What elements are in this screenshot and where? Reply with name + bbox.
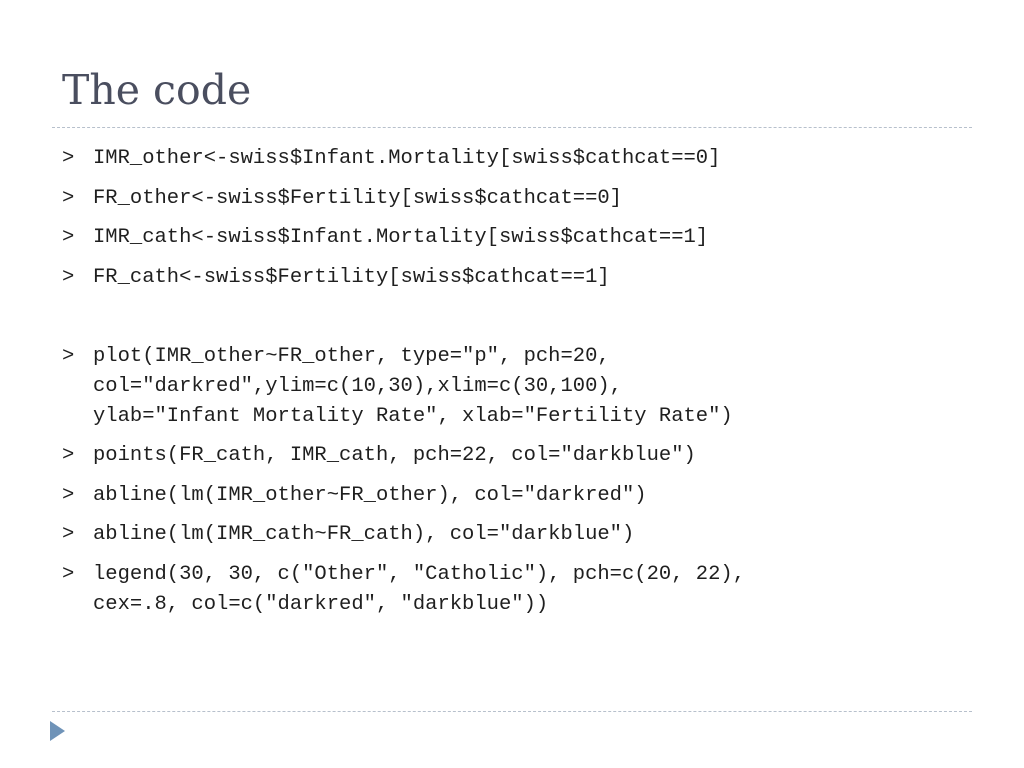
prompt-symbol: >: [62, 344, 75, 368]
code-text: IMR_other<-swiss$Infant.Mortality[swiss$…: [93, 147, 721, 170]
title-divider: [52, 127, 972, 128]
code-line: > IMR_cath<-swiss$Infant.Mortality[swiss…: [62, 223, 962, 253]
code-text: abline(lm(IMR_cath~FR_cath), col="darkbl…: [93, 523, 635, 546]
code-line: > abline(lm(IMR_cath~FR_cath), col="dark…: [62, 520, 962, 550]
code-statement: abline(lm(IMR_cath~FR_cath), col="darkbl…: [93, 520, 962, 550]
prompt-symbol: >: [62, 562, 75, 586]
code-line: > legend(30, 30, c("Other", "Catholic"),…: [62, 560, 962, 620]
code-statement: legend(30, 30, c("Other", "Catholic"), p…: [93, 560, 962, 620]
code-line: > plot(IMR_other~FR_other, type="p", pch…: [62, 342, 962, 432]
code-line: > FR_cath<-swiss$Fertility[swiss$cathcat…: [62, 263, 962, 293]
prompt-symbol: >: [62, 483, 75, 507]
prompt-symbol: >: [62, 226, 75, 249]
code-statement: plot(IMR_other~FR_other, type="p", pch=2…: [93, 342, 962, 432]
code-text: IMR_cath<-swiss$Infant.Mortality[swiss$c…: [93, 226, 709, 249]
footer-divider: [52, 711, 972, 712]
code-line: > FR_other<-swiss$Fertility[swiss$cathca…: [62, 184, 962, 214]
code-statement: abline(lm(IMR_other~FR_other), col="dark…: [93, 481, 962, 511]
code-text: abline(lm(IMR_other~FR_other), col="dark…: [93, 483, 647, 507]
code-line: > points(FR_cath, IMR_cath, pch=22, col=…: [62, 441, 962, 471]
code-text: FR_cath<-swiss$Fertility[swiss$cathcat==…: [93, 265, 610, 289]
prompt-symbol: >: [62, 444, 75, 467]
code-statement: IMR_cath<-swiss$Infant.Mortality[swiss$c…: [93, 223, 962, 253]
code-statement: FR_other<-swiss$Fertility[swiss$cathcat=…: [93, 184, 962, 214]
code-statement: FR_cath<-swiss$Fertility[swiss$cathcat==…: [93, 263, 962, 293]
prompt-symbol: >: [62, 186, 75, 210]
triangle-right-icon[interactable]: [50, 721, 65, 741]
code-text: ylab="Infant Mortality Rate", xlab="Fert…: [93, 404, 733, 428]
code-line: > IMR_other<-swiss$Infant.Mortality[swis…: [62, 144, 962, 174]
slide-title: The code: [62, 66, 252, 114]
code-text: cex=.8, col=c("darkred", "darkblue")): [93, 592, 549, 616]
prompt-symbol: >: [62, 147, 75, 170]
prompt-symbol: >: [62, 523, 75, 546]
code-statement: points(FR_cath, IMR_cath, pch=22, col="d…: [93, 441, 962, 471]
code-block: > IMR_other<-swiss$Infant.Mortality[swis…: [62, 144, 962, 629]
code-text: FR_other<-swiss$Fertility[swiss$cathcat=…: [93, 186, 622, 210]
code-text: legend(30, 30, c("Other", "Catholic"), p…: [93, 562, 746, 586]
code-text: plot(IMR_other~FR_other, type="p", pch=2…: [93, 344, 610, 368]
code-text: col="darkred",ylim=c(10,30),xlim=c(30,10…: [93, 374, 622, 398]
prompt-symbol: >: [62, 265, 75, 289]
code-statement: IMR_other<-swiss$Infant.Mortality[swiss$…: [93, 144, 962, 174]
code-text: points(FR_cath, IMR_cath, pch=22, col="d…: [93, 444, 696, 467]
code-line: > abline(lm(IMR_other~FR_other), col="da…: [62, 481, 962, 511]
